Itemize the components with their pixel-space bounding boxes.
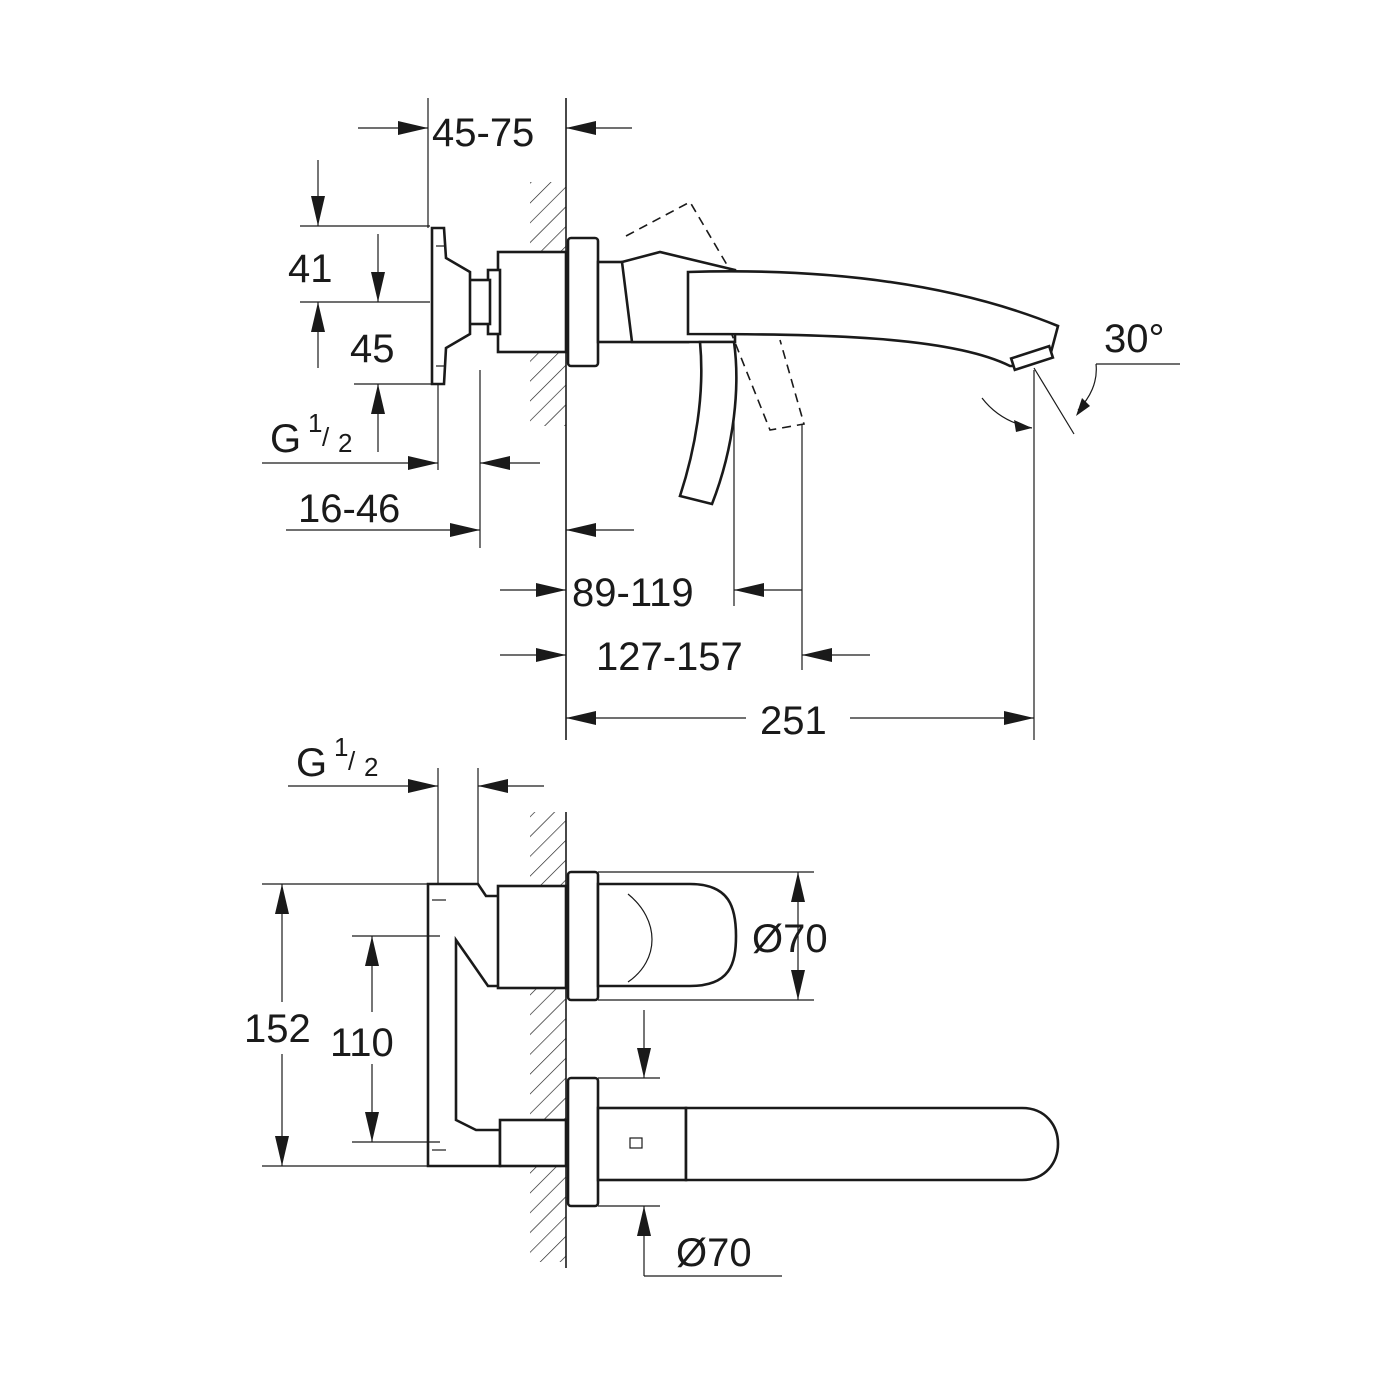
dimension-16-46: 16-46 xyxy=(286,487,634,537)
diameter-70-upper: Ø70 xyxy=(598,871,828,1001)
thread-g-half-side: G 1 / 2 xyxy=(262,408,540,470)
top-view: G 1 / 2 152 110 xyxy=(244,732,1060,1277)
dimension-152: 152 xyxy=(244,883,430,1167)
lever-top xyxy=(596,882,738,988)
thread-g: G xyxy=(270,417,301,461)
dimension-89-119: 89-119 xyxy=(500,571,802,615)
valve-body-side xyxy=(430,226,690,386)
dim-41-label: 41 xyxy=(288,247,333,291)
wall-top xyxy=(530,812,567,1268)
dim-45-label: 45 xyxy=(350,327,395,371)
thread-numerator: 1 xyxy=(308,408,322,438)
dimension-45-75: 45-75 xyxy=(358,111,632,155)
dim-89-119-label: 89-119 xyxy=(572,571,694,615)
dim-110-label: 110 xyxy=(330,1021,394,1065)
dimension-41: 41 xyxy=(288,160,430,368)
dim-127-157-label: 127-157 xyxy=(596,635,743,679)
dimension-45: 45 xyxy=(350,234,438,452)
angle-label: 30° xyxy=(1104,317,1165,361)
thread-denominator-top: 2 xyxy=(364,752,378,782)
thread-g-half-top: G 1 / 2 xyxy=(288,732,544,793)
dim-16-46-label: 16-46 xyxy=(298,487,400,531)
diameter-70-lower: Ø70 xyxy=(598,1010,782,1277)
thread-slash: / xyxy=(322,422,330,452)
dim-45-75-label: 45-75 xyxy=(432,111,534,155)
wall-side xyxy=(530,98,567,740)
angle-30: 30° xyxy=(981,317,1180,435)
dimension-251: 251 xyxy=(566,699,1034,743)
dim-251-label: 251 xyxy=(760,699,827,743)
spout-side xyxy=(686,270,1060,368)
lever-side xyxy=(620,200,806,506)
valve-body-top xyxy=(426,870,600,1168)
dia-70-lower-label: Ø70 xyxy=(676,1231,752,1275)
dim-152-label: 152 xyxy=(244,1007,311,1051)
thread-numerator-top: 1 xyxy=(334,732,348,762)
thread-g-top: G xyxy=(296,741,327,785)
thread-denominator: 2 xyxy=(338,428,352,458)
dimension-110: 110 xyxy=(330,935,440,1143)
dimension-127-157: 127-157 xyxy=(500,635,870,679)
spout-top xyxy=(566,1076,1060,1208)
side-view: 30° 45-75 41 45 xyxy=(262,98,1180,743)
thread-slash-top: / xyxy=(348,746,356,776)
dia-70-upper-label: Ø70 xyxy=(752,917,828,961)
